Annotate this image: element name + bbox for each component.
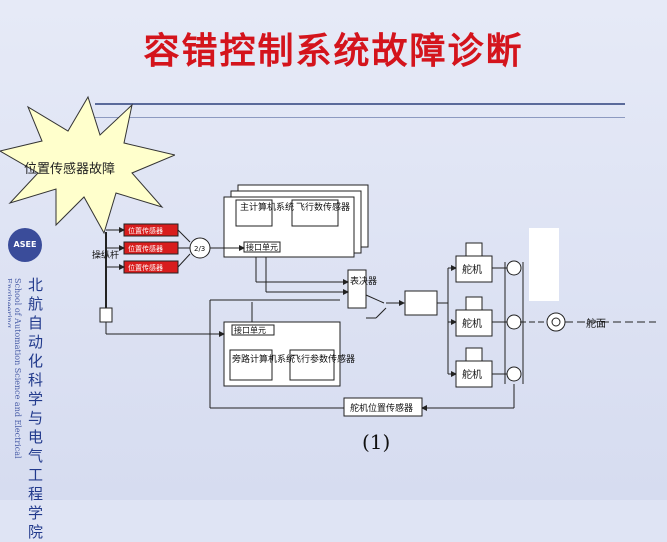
- fault-label: 位置传感器故障: [24, 162, 116, 177]
- rudder-text: 舵面: [586, 317, 606, 330]
- school-chinese-name: 北航自动化科学与电气工程学院: [28, 276, 44, 541]
- svg-text:位置传感器: 位置传感器: [128, 244, 163, 253]
- svg-text:舵机: 舵机: [462, 317, 482, 330]
- svg-text:接口单元: 接口单元: [234, 325, 266, 335]
- red-sensor-1: 位置传感器: [128, 226, 163, 235]
- fault-tolerant-diagram: 主计算机系统 飞行数传感器 接口单元 接口单元 旁路计算机系统 飞行参数传感器 …: [92, 184, 656, 417]
- svg-text:舵机: 舵机: [462, 368, 482, 381]
- divider: [95, 117, 625, 118]
- fault-starburst: [0, 95, 175, 235]
- actuator-2-text: 舵机: [462, 317, 482, 330]
- svg-text:位置传感器: 位置传感器: [128, 226, 163, 235]
- svg-text:操纵杆: 操纵杆: [92, 249, 119, 261]
- svg-text:舵面: 舵面: [586, 317, 606, 330]
- svg-text:舵机位置传感器: 舵机位置传感器: [350, 402, 413, 414]
- flight-sensors-text: 飞行数传感器: [296, 201, 350, 213]
- slide-title: 容错控制系统故障诊断: [143, 30, 524, 72]
- vote-text: 2/3: [194, 245, 205, 253]
- red-sensor-2: 位置传感器: [128, 244, 163, 253]
- svg-text:位置传感器: 位置传感器: [128, 263, 163, 272]
- figure-caption: (1): [362, 430, 391, 454]
- main-computer-label: 主计算机系统: [240, 201, 294, 213]
- svg-text:旁路计算机系统: 旁路计算机系统: [232, 353, 295, 365]
- main-computer-text: 主计算机系统: [240, 201, 294, 213]
- interface-unit-bypass-text: 接口单元: [234, 325, 266, 335]
- asee-logo: ASEE: [8, 228, 42, 262]
- svg-text:2/3: 2/3: [194, 245, 205, 253]
- interface-unit-text: 接口单元: [246, 242, 278, 252]
- voter-text: 表决器: [350, 275, 377, 287]
- divider: [95, 103, 625, 105]
- svg-text:接口单元: 接口单元: [246, 242, 278, 252]
- school-english-name: School of Automation Science and Electri…: [8, 278, 22, 459]
- red-sensor-3: 位置传感器: [128, 263, 163, 272]
- actuator-1-text: 舵机: [462, 263, 482, 276]
- flight-params-text: 飞行参数传感器: [292, 353, 355, 365]
- bypass-computer-text: 旁路计算机系统: [232, 353, 295, 365]
- svg-text:舵机: 舵机: [462, 263, 482, 276]
- svg-text:飞行数传感器: 飞行数传感器: [296, 201, 350, 213]
- actuator-pos-sensor-text: 舵机位置传感器: [350, 402, 413, 414]
- stick-text: 操纵杆: [92, 249, 119, 261]
- svg-text:飞行参数传感器: 飞行参数传感器: [292, 353, 355, 365]
- svg-text:表决器: 表决器: [350, 275, 377, 287]
- blank-panel: [529, 228, 559, 301]
- actuator-3-text: 舵机: [462, 368, 482, 381]
